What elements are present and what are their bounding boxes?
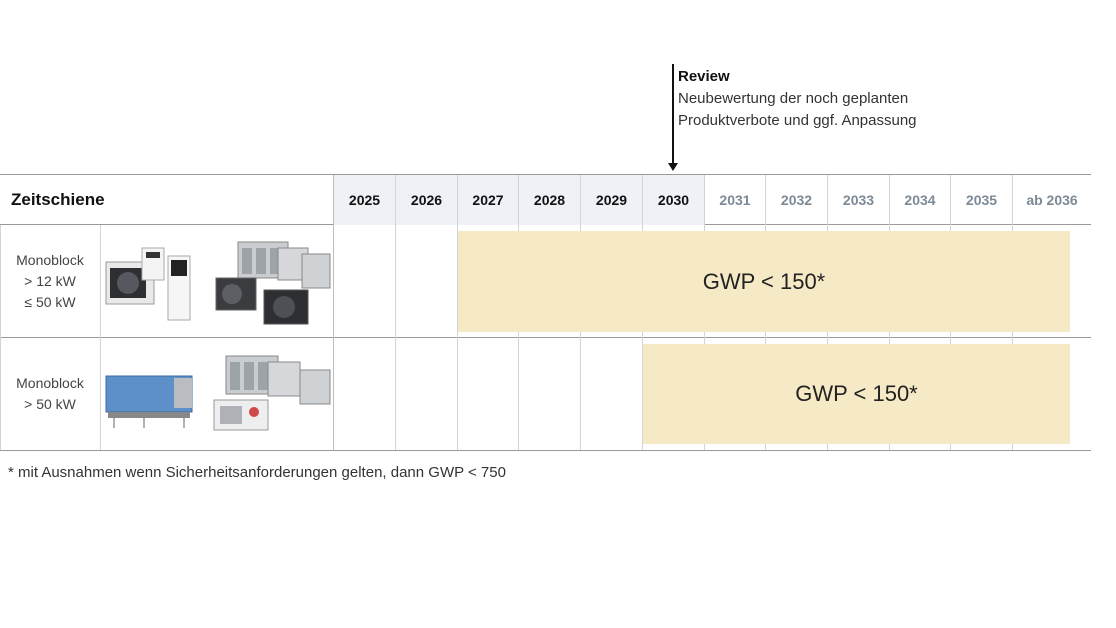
- label-column-divider: [100, 225, 101, 450]
- image-column-divider: [333, 175, 334, 450]
- review-title: Review: [678, 68, 730, 85]
- row-label-line: Monoblock: [16, 375, 84, 391]
- review-text-line-2: Produktverbote und ggf. Anpassung: [678, 112, 917, 129]
- year-header-2026: 2026: [396, 175, 457, 225]
- year-header-2032: 2032: [780, 192, 813, 208]
- footnote: * mit Ausnahmen wenn Sicherheitsanforder…: [8, 464, 506, 481]
- row-label-line: > 12 kW: [24, 273, 76, 289]
- year-divider: [457, 175, 458, 450]
- chiller-products-image: [105, 355, 331, 431]
- review-arrow-icon: [668, 163, 678, 171]
- year-header-2031: 2031: [719, 192, 751, 208]
- year-header-ab-2036: ab 2036: [1026, 192, 1078, 208]
- row-label-monoblock-over-50kw: Monoblock > 50 kW: [0, 373, 100, 415]
- year-header-2027: 2027: [458, 175, 518, 225]
- year-divider: [395, 175, 396, 450]
- gwp-bar-label: GWP < 150*: [795, 381, 918, 406]
- gwp-bar-label: GWP < 150*: [702, 268, 826, 294]
- year-header-2030: 2030: [643, 175, 704, 225]
- year-header-2034: 2034: [904, 192, 936, 208]
- year-header-2029: 2029: [581, 175, 642, 225]
- gwp-bar-row-1: GWP < 150*: [458, 231, 1070, 332]
- heat-pump-products-image: [105, 241, 331, 325]
- table-top-border: [0, 174, 1091, 175]
- year-header-2025: 2025: [334, 175, 395, 225]
- review-annotation: Review Neubewertung der noch geplanten P…: [678, 66, 917, 132]
- table-bottom-border: [0, 450, 1091, 451]
- review-marker-line: [672, 64, 674, 164]
- gwp-bar-row-2: GWP < 150*: [643, 344, 1070, 444]
- table-title: Zeitschiene: [11, 190, 105, 209]
- review-text-line-1: Neubewertung der noch geplanten: [678, 90, 909, 107]
- table-left-border: [0, 225, 1, 450]
- row-label-line: > 50 kW: [24, 396, 76, 412]
- row-label-line: Monoblock: [16, 252, 84, 268]
- year-header-2033: 2033: [842, 192, 875, 208]
- row-label-monoblock-12-50kw: Monoblock > 12 kW ≤ 50 kW: [0, 250, 100, 313]
- year-header-2028: 2028: [519, 175, 580, 225]
- row-label-line: ≤ 50 kW: [24, 294, 76, 310]
- row-divider: [0, 337, 1091, 338]
- year-header-2035: 2035: [965, 192, 998, 208]
